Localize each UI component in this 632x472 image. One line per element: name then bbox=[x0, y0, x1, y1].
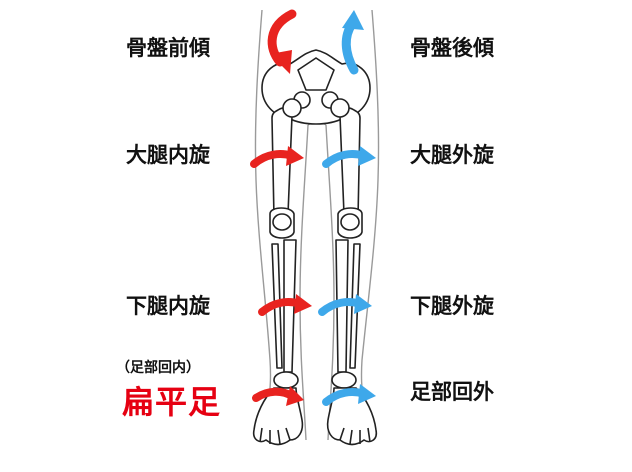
label-pelvis-anterior-tilt: 骨盤前傾 bbox=[126, 36, 210, 60]
skeleton bbox=[252, 49, 378, 446]
left-tibia bbox=[283, 239, 297, 373]
label-pelvis-posterior-tilt: 骨盤後傾 bbox=[410, 36, 494, 60]
label-foot-pronation: （足部回内） bbox=[116, 360, 200, 376]
label-tibia-internal-rotation: 下腿内旋 bbox=[126, 294, 210, 318]
label-foot-supination: 足部回外 bbox=[410, 380, 494, 404]
curved-arrow-up-blue bbox=[341, 19, 359, 75]
right-femur bbox=[339, 107, 361, 223]
right-foot bbox=[326, 387, 378, 446]
label-femur-internal-rotation: 大腿内旋 bbox=[126, 143, 210, 167]
label-femur-external-rotation: 大腿外旋 bbox=[410, 143, 494, 167]
label-tibia-external-rotation: 下腿外旋 bbox=[410, 294, 494, 318]
left-femur bbox=[271, 107, 293, 223]
label-flat-foot: 扁平足 bbox=[122, 383, 222, 421]
